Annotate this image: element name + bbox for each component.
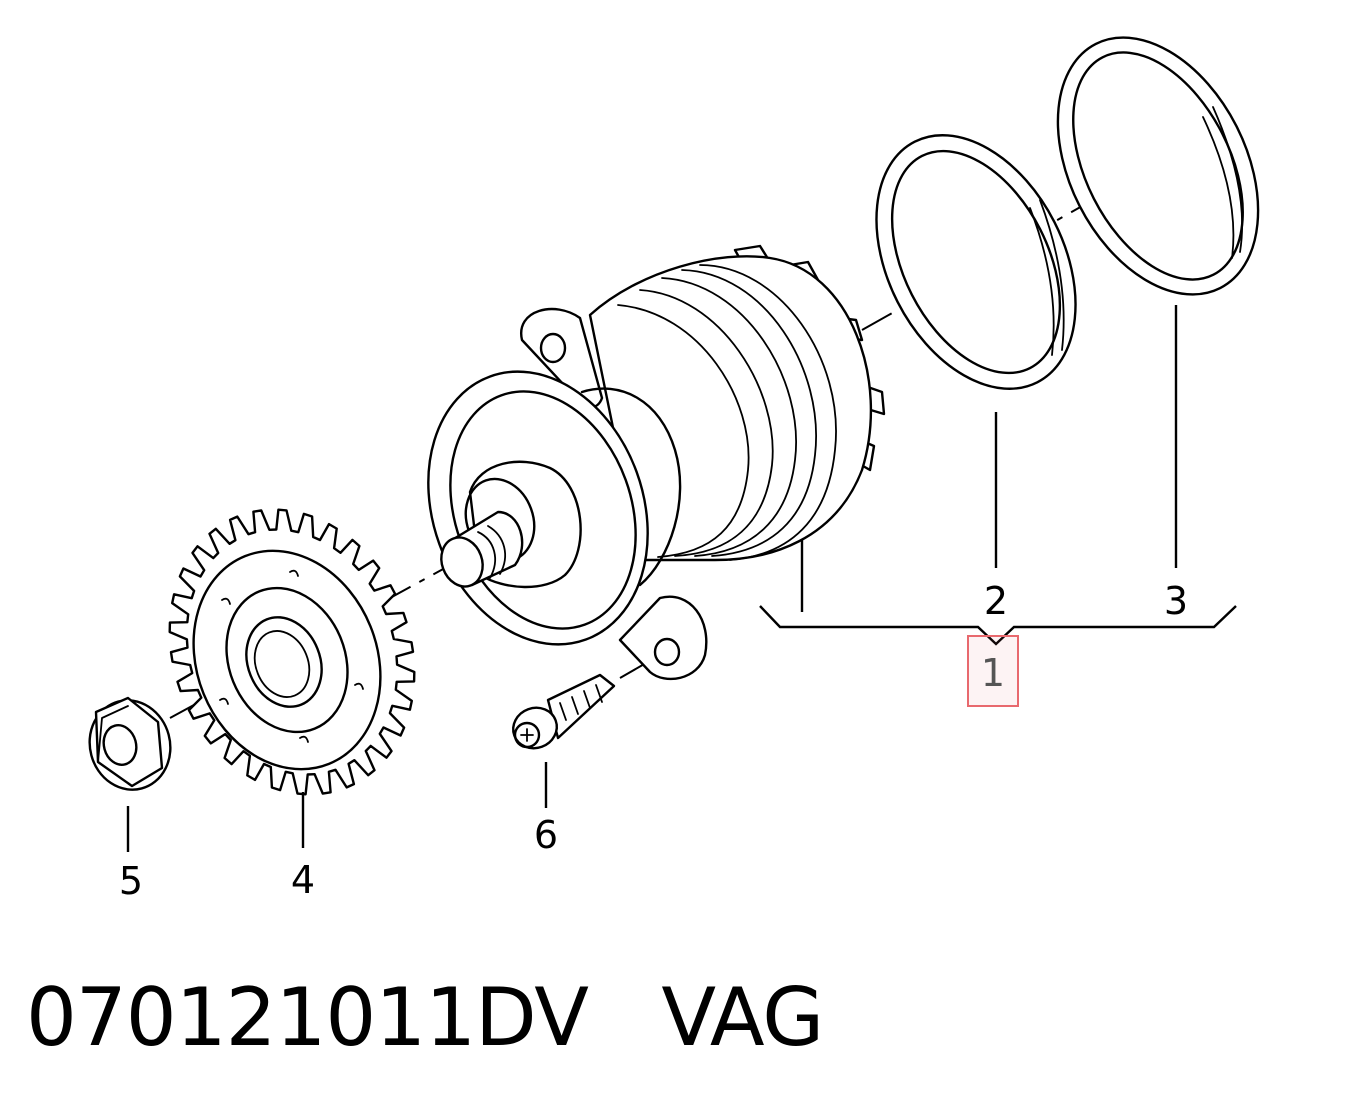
callout-6: 6 <box>534 813 558 857</box>
gear-icon <box>168 508 416 796</box>
callout-4: 4 <box>291 858 315 902</box>
callout-2: 2 <box>984 579 1008 623</box>
callout-3: 3 <box>1164 579 1188 623</box>
callout-labels: 2 3 6 4 5 <box>119 579 1188 903</box>
bolt-icon <box>512 673 616 750</box>
seal-ring-3-icon <box>1056 36 1260 296</box>
seal-ring-2-icon <box>875 134 1077 390</box>
callout-1: 1 <box>981 651 1005 695</box>
leader-lines <box>126 305 1237 852</box>
water-pump-housing-icon <box>427 244 886 681</box>
callout-5: 5 <box>119 859 143 903</box>
brand-name: VAG <box>661 971 824 1064</box>
hex-nut-icon <box>88 696 172 791</box>
part-caption: 070121011DV VAG <box>26 978 824 1058</box>
part-number: 070121011DV <box>26 971 589 1064</box>
callout-1-highlight[interactable]: 1 <box>967 635 1019 707</box>
